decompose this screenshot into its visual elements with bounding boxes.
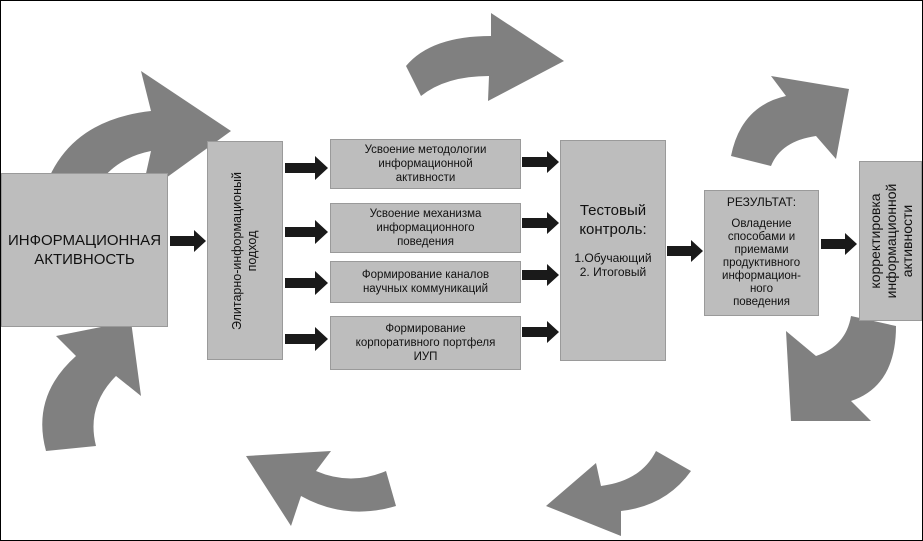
result-heading: РЕЗУЛЬТАТ: (726, 195, 797, 209)
elite-approach-label: Элитарно-информационый подход (230, 171, 259, 330)
arrow-right-icon (522, 212, 559, 234)
curved-arrow-left-bottom-icon (42, 321, 141, 451)
arrow-right-icon (667, 240, 703, 262)
correction-box: корректировка информационной активности (859, 161, 922, 321)
arrow-right-icon (170, 230, 206, 252)
result-body: Овладение способами и приемами продуктив… (722, 218, 801, 308)
step-box-portfolio: Формирование корпоративного портфеля ИУП (330, 316, 521, 370)
test-control-box: Тестовый контроль: 1.Обучающий 2. Итогов… (560, 140, 666, 361)
step-box-channels: Формирование каналов научных коммуникаци… (330, 261, 521, 303)
curved-arrow-bottom-left-icon (246, 451, 396, 526)
arrow-right-icon (285, 220, 328, 244)
curved-arrow-top-right-icon (731, 76, 849, 166)
arrow-right-icon (821, 233, 857, 255)
arrow-right-icon (285, 327, 328, 351)
step-box-mechanism: Усвоение механизма информационного повед… (330, 203, 521, 253)
block-arrows (170, 151, 857, 351)
step-label: Усвоение методологии информационной акти… (364, 144, 487, 184)
arrow-right-icon (285, 271, 328, 295)
curved-arrow-right-bottom-icon (786, 316, 896, 421)
elite-approach-box: Элитарно-информационый подход (207, 141, 283, 360)
arrow-right-icon (285, 156, 328, 180)
step-label: Формирование каналов научных коммуникаци… (361, 269, 490, 295)
information-activity-box: ИНФОРМАЦИОННАЯ АКТИВНОСТЬ (1, 173, 168, 327)
curved-arrow-bottom-right-icon (546, 451, 691, 536)
test-control-items: 1.Обучающий 2. Итоговый (574, 251, 652, 279)
correction-label: корректировка информационной активности (866, 183, 915, 299)
test-control-title: Тестовый контроль: (579, 202, 647, 238)
step-box-methodology: Усвоение методологии информационной акти… (330, 139, 521, 189)
result-box: РЕЗУЛЬТАТ: Овладение способами и приемам… (704, 190, 819, 316)
information-activity-label: ИНФОРМАЦИОННАЯ АКТИВНОСТЬ (7, 232, 162, 268)
arrow-right-icon (522, 151, 559, 173)
step-label: Формирование корпоративного портфеля ИУП (355, 323, 496, 363)
arrow-right-icon (522, 264, 559, 286)
step-label: Усвоение механизма информационного повед… (369, 208, 482, 248)
arrow-right-icon (522, 321, 559, 343)
curved-arrow-top-icon (406, 13, 564, 101)
